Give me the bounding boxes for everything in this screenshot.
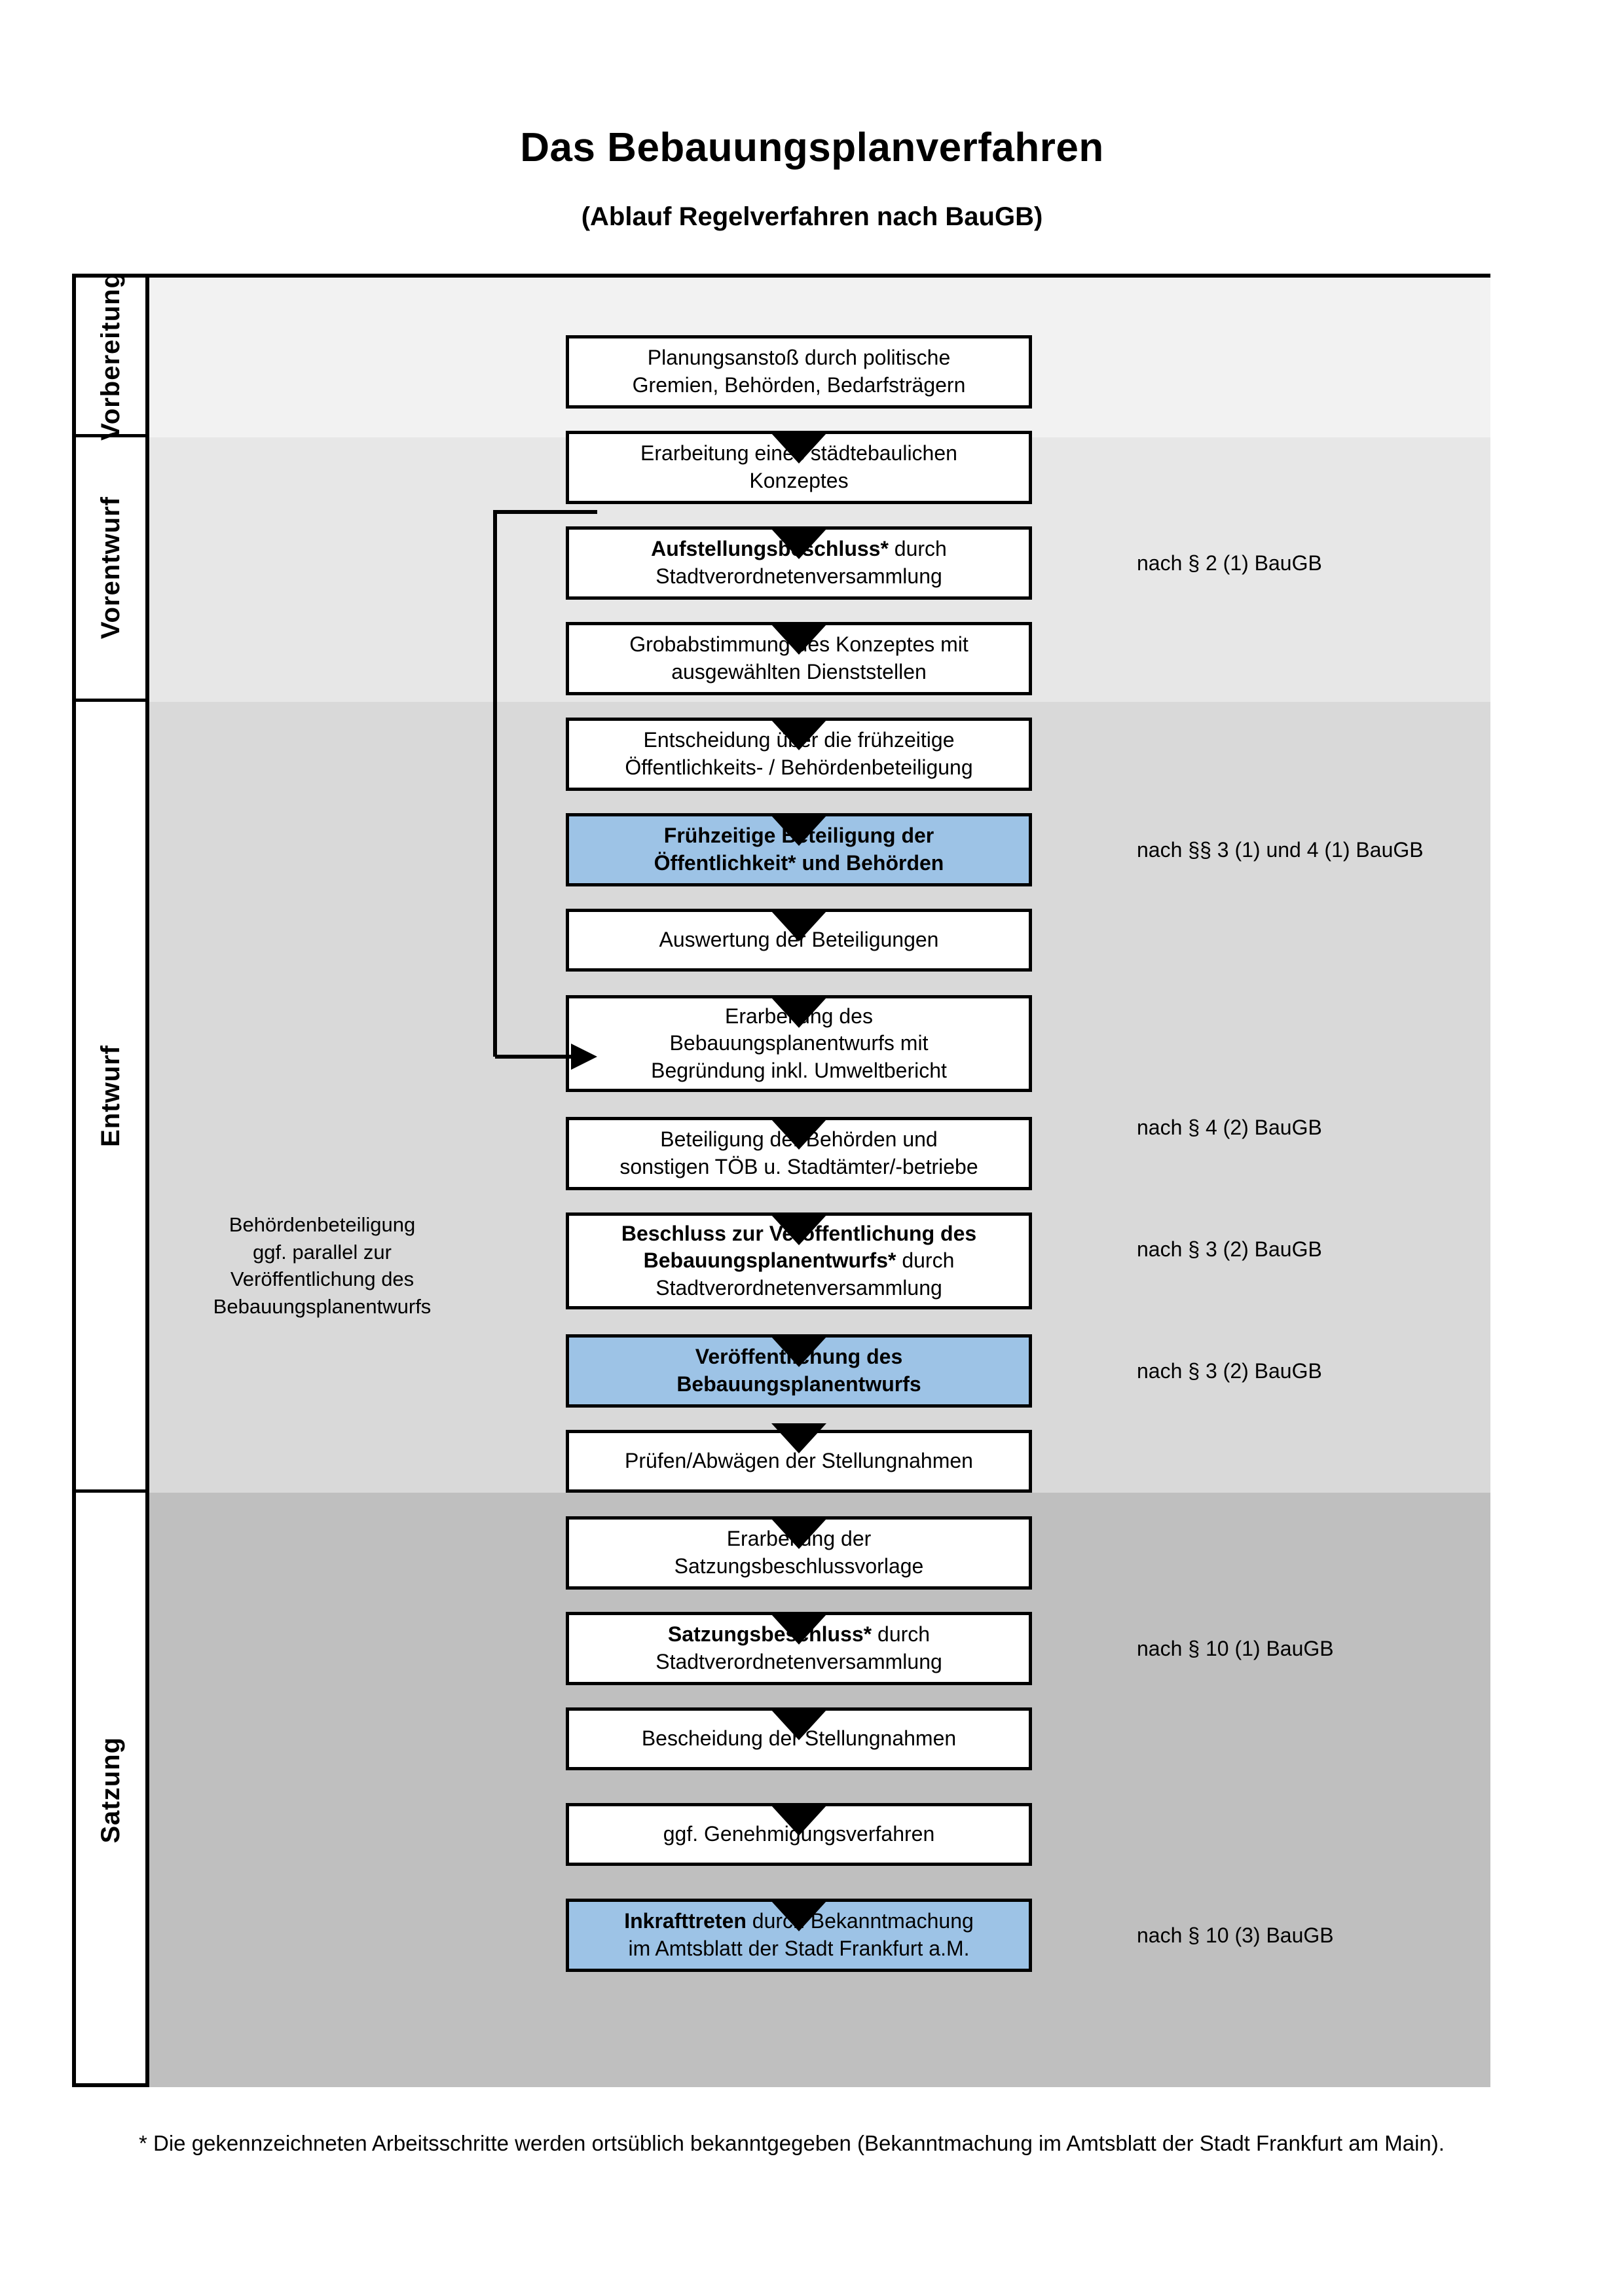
band-satzung (149, 1493, 1490, 2087)
flow-arrow (771, 1423, 826, 1453)
legal-ref-par4-2: nach § 4 (2) BauGB (1137, 1116, 1322, 1139)
side-annotation-line: ggf. parallel zur (253, 1240, 392, 1264)
flow-arrow (771, 720, 826, 750)
step-line: Begründung inkl. Umweltbericht (651, 1058, 947, 1082)
side-annotation-line: Veröffentlichung des (230, 1267, 415, 1291)
step-box-satzungsbeschluss[interactable]: Satzungsbeschluss* durch Stadtverordnete… (566, 1612, 1032, 1685)
legal-ref-par3-2-a: nach § 3 (2) BauGB (1137, 1237, 1322, 1261)
flow-arrow (771, 1614, 826, 1645)
legal-ref-par3-1-4-1: nach §§ 3 (1) und 4 (1) BauGB (1137, 838, 1424, 862)
step-line-bold: Inkrafttreten (624, 1909, 747, 1933)
phase-label-vorbereitung: Vorbereitung (76, 272, 145, 440)
flow-arrow (771, 1901, 826, 1931)
step-text: Erarbeitung des Bebauungsplanentwurfs mi… (642, 1003, 956, 1085)
phase-label-vorentwurf: Vorentwurf (76, 437, 145, 702)
step-line-bold: Aufstellungsbeschluss* (651, 537, 889, 561)
step-box-beteiligung-behoerden-toeb[interactable]: Beteiligung der Behörden und sonstigen T… (566, 1117, 1032, 1190)
step-box-staedtebauliches-konzept[interactable]: Erarbeitung eines städtebaulichen Konzep… (566, 431, 1032, 504)
page-header: Das Bebauungsplanverfahren (Ablauf Regel… (0, 0, 1624, 232)
flow-arrow (771, 1337, 826, 1367)
side-annotation-line: Bebauungsplanentwurfs (213, 1294, 432, 1318)
flow-arrow (771, 1710, 826, 1740)
legal-ref-par10-1: nach § 10 (1) BauGB (1137, 1637, 1334, 1660)
step-line-suffix: durch (888, 537, 947, 561)
step-box-erarbeitung-entwurf[interactable]: Erarbeitung des Bebauungsplanentwurfs mi… (566, 995, 1032, 1092)
phase-label-entwurf: Entwurf (76, 702, 145, 1493)
step-line-suffix: durch (872, 1622, 931, 1647)
step-line: ausgewählten Dienststellen (671, 660, 927, 683)
step-box-planungsanstoss[interactable]: Planungsanstoß durch politische Gremien,… (566, 335, 1032, 409)
step-text: Aufstellungsbeschluss* durch Stadtverord… (642, 536, 956, 590)
step-line-suffix: durch (896, 1248, 955, 1273)
process-flowchart: Vorbereitung Vorentwurf Entwurf Satzung … (72, 272, 1490, 2087)
step-line: sonstigen TÖB u. Stadtämter/-betriebe (619, 1155, 978, 1178)
step-box-fruehzeitige-beteiligung[interactable]: Frühzeitige Beteiligung der Öffentlichke… (566, 813, 1032, 886)
step-line: im Amtsblatt der Stadt Frankfurt a.M. (628, 1937, 970, 1960)
flow-arrow (771, 998, 826, 1028)
flow-arrow (771, 816, 826, 846)
step-line: Gremien, Behörden, Bedarfsträgern (632, 373, 966, 397)
phase-label-satzung: Satzung (76, 1493, 145, 2087)
step-text: Satzungsbeschluss* durch Stadtverordnete… (646, 1621, 951, 1675)
phase-label-text: Entwurf (96, 1044, 125, 1147)
step-line: Bebauungsplanentwurfs (676, 1372, 921, 1396)
bypass-connector (493, 510, 597, 1070)
legal-ref-par10-3: nach § 10 (3) BauGB (1137, 1923, 1334, 1947)
flow-arrow (771, 1519, 826, 1549)
step-text: Planungsanstoß durch politische Gremien,… (623, 344, 975, 399)
step-line: Stadtverordnetenversammlung (655, 1650, 942, 1673)
step-line: Planungsanstoß durch politische (647, 346, 951, 370)
flow-arrow (771, 1215, 826, 1245)
phase-label-rail: Vorbereitung Vorentwurf Entwurf Satzung (76, 272, 149, 2083)
step-text: Inkrafttreten durch Bekanntmachung im Am… (615, 1908, 983, 1962)
phase-label-text: Vorbereitung (96, 271, 125, 441)
step-text: Entscheidung über die frühzeitige Öffent… (616, 727, 982, 781)
flow-arrow (771, 529, 826, 559)
step-line: Konzeptes (749, 469, 849, 492)
step-line-bold: Bebauungsplanentwurfs* (643, 1248, 896, 1273)
step-line: Bebauungsplanentwurfs mit (669, 1031, 929, 1055)
flow-arrow (771, 911, 826, 941)
side-annotation-behoerdenbeteiligung: Behördenbeteiligung ggf. parallel zur Ve… (185, 1211, 460, 1320)
phase-label-text: Vorentwurf (96, 496, 125, 640)
step-line: Öffentlichkeit* und Behörden (654, 851, 944, 875)
page-subtitle: (Ablauf Regelverfahren nach BauGB) (581, 202, 1043, 231)
step-line-bold: Satzungsbeschluss* (667, 1622, 872, 1647)
footnote: * Die gekennzeichneten Arbeitsschritte w… (139, 2131, 1445, 2155)
step-line: Stadtverordnetenversammlung (655, 564, 942, 588)
flow-arrow (771, 625, 826, 655)
page-title: Das Bebauungsplanverfahren (520, 125, 1104, 170)
step-line: Stadtverordnetenversammlung (655, 1275, 942, 1300)
legal-ref-par3-2-b: nach § 3 (2) BauGB (1137, 1359, 1322, 1383)
side-annotation-line: Behördenbeteiligung (229, 1213, 416, 1236)
phase-label-text: Satzung (96, 1736, 125, 1844)
flow-arrow (771, 433, 826, 464)
flow-arrow (771, 1806, 826, 1836)
step-line: Satzungsbeschlussvorlage (674, 1554, 924, 1578)
legal-ref-par2-1: nach § 2 (1) BauGB (1137, 551, 1322, 575)
flow-arrow (771, 1120, 826, 1150)
step-line: Öffentlichkeits- / Behördenbeteiligung (625, 756, 973, 779)
